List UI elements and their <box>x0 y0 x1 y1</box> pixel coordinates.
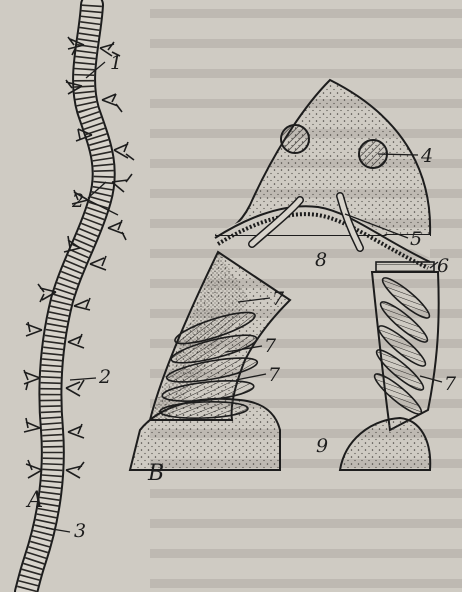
callout-4: 4 <box>420 145 433 167</box>
callout-2: 2 <box>71 190 84 212</box>
right-arm-collar <box>376 262 434 272</box>
callout-1: 1 <box>110 52 122 74</box>
panel-label-b: В <box>147 461 164 486</box>
callout-3: 3 <box>74 520 86 542</box>
callout-7a: 7 <box>272 288 285 310</box>
statocyst-left <box>281 125 309 153</box>
callout-8: 8 <box>315 249 327 271</box>
callout-7d: 7 <box>444 373 457 395</box>
panel-label-a: А <box>25 488 44 513</box>
callout-5: 5 <box>410 228 422 250</box>
callout-7b: 7 <box>264 335 277 357</box>
callout-7c: 7 <box>268 364 281 386</box>
callout-6: 6 <box>437 255 449 277</box>
callout-9: 9 <box>316 435 328 457</box>
callout-2b: 2 <box>98 366 111 388</box>
